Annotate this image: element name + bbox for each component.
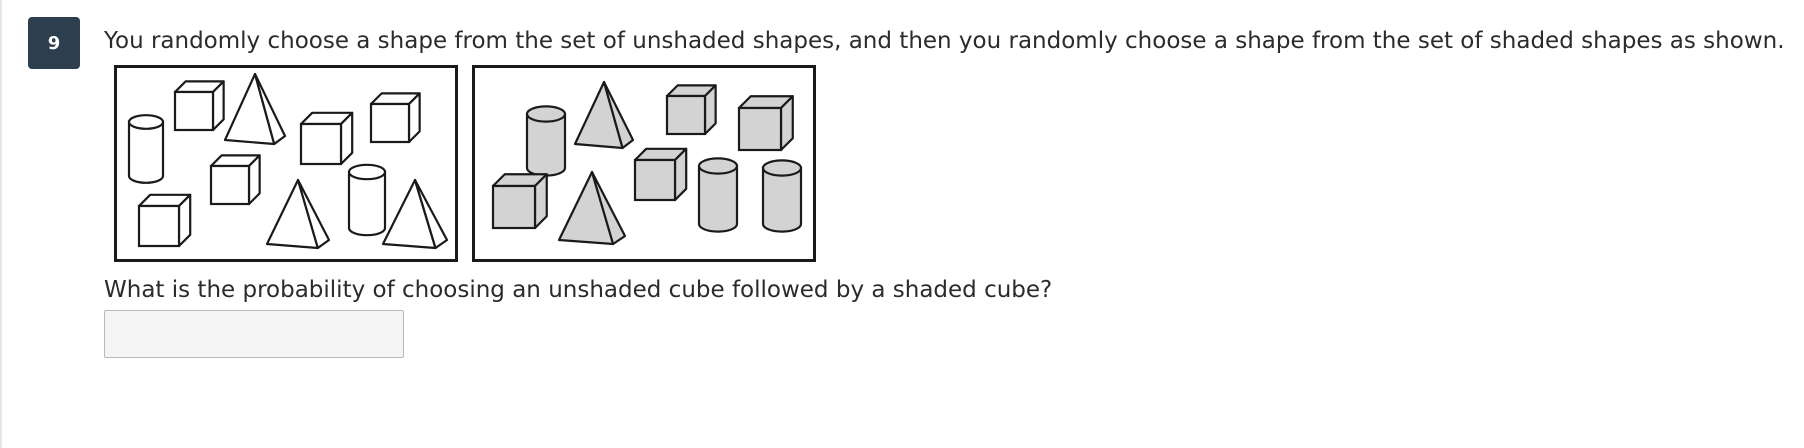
- cube-shape: [173, 80, 225, 132]
- cube-shape: [665, 84, 717, 136]
- left-divider: [0, 0, 2, 448]
- cube-shape: [737, 95, 794, 152]
- shaded-shapes-set: [472, 65, 816, 262]
- cube-shape: [299, 111, 354, 166]
- cube-shape: [633, 147, 688, 202]
- cube-shape: [209, 154, 261, 206]
- pyramid-shape: [223, 72, 287, 146]
- pyramid-shape: [573, 80, 635, 150]
- question-number-badge: 9: [28, 17, 80, 69]
- cylinder-shape: [697, 157, 739, 233]
- cylinder-shape: [525, 105, 567, 177]
- cube-shape: [369, 92, 421, 144]
- cylinder-shape: [761, 159, 803, 233]
- cube-shape: [137, 193, 192, 248]
- cube-shape: [491, 173, 548, 230]
- pyramid-shape: [381, 178, 449, 250]
- pyramid-shape: [557, 170, 627, 246]
- shaded-shapes-figure: [491, 80, 803, 246]
- cylinder-shape: [127, 114, 165, 184]
- question-prompt: You randomly choose a shape from the set…: [104, 28, 1785, 54]
- question-text: What is the probability of choosing an u…: [104, 277, 1053, 303]
- unshaded-shapes-figure: [127, 72, 449, 250]
- unshaded-shapes-set: [114, 65, 458, 262]
- cylinder-shape: [347, 163, 387, 237]
- pyramid-shape: [265, 178, 331, 250]
- answer-input[interactable]: [104, 310, 404, 358]
